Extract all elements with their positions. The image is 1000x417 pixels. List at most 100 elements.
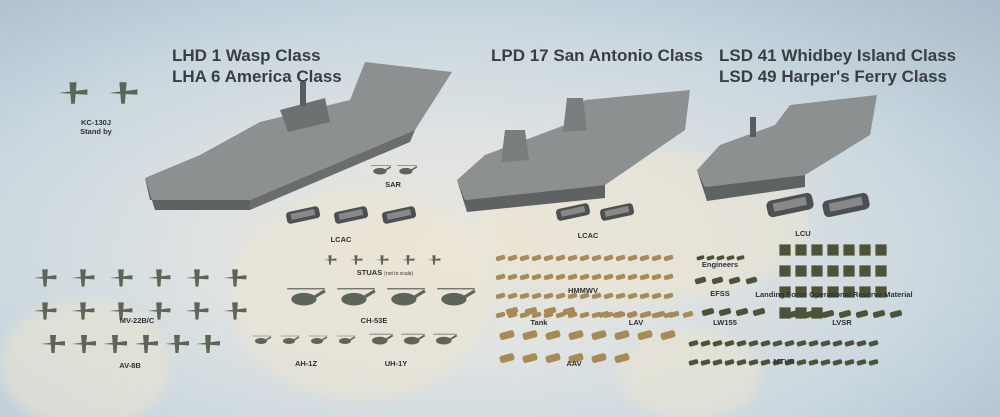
lcac-lhd-boat-icon bbox=[285, 205, 321, 230]
mv22-plane-icon bbox=[106, 301, 136, 326]
stuas-plane-icon bbox=[374, 253, 390, 271]
lcac-lhd-boat-icon bbox=[333, 205, 369, 230]
mtvr-veh-icon bbox=[820, 334, 831, 352]
stuas-plane-icon bbox=[348, 253, 364, 271]
lav-group bbox=[598, 305, 698, 323]
ch53-heli-icon bbox=[335, 282, 377, 313]
mv22-plane-icon bbox=[30, 301, 60, 326]
tank-veh-icon bbox=[562, 302, 576, 320]
mv22-plane-icon bbox=[144, 268, 174, 293]
lhd-class-title: LHD 1 Wasp Class LHA 6 America Class bbox=[172, 45, 342, 87]
hmmwv-label: HMMWV bbox=[568, 286, 598, 295]
hmmwv-veh-icon bbox=[495, 286, 506, 304]
aav-label: AAV bbox=[566, 359, 582, 368]
hmmwv-veh-icon bbox=[639, 248, 650, 266]
hmmwv-veh-icon bbox=[507, 286, 518, 304]
hmmwv-veh-icon bbox=[603, 267, 614, 285]
uh1-heli-icon bbox=[432, 330, 458, 351]
efss-veh-icon bbox=[728, 272, 741, 290]
hmmwv-veh-icon bbox=[663, 286, 674, 304]
lvsr-label: LVSR bbox=[832, 318, 852, 327]
tank-veh-icon bbox=[505, 302, 519, 320]
engineers-veh-icon bbox=[726, 248, 735, 266]
ch53-group bbox=[285, 282, 485, 313]
hmmwv-veh-icon bbox=[495, 267, 506, 285]
ah1-heli-icon bbox=[280, 332, 300, 351]
hmmwv-veh-icon bbox=[555, 305, 566, 323]
lvsr-veh-icon bbox=[854, 305, 870, 323]
lcac-lhd-group bbox=[285, 205, 435, 230]
hmmwv-veh-icon bbox=[591, 305, 602, 323]
mtvr-veh-icon bbox=[712, 334, 723, 352]
lform-crate-icon bbox=[842, 243, 856, 262]
lav-veh-icon bbox=[612, 305, 624, 323]
hmmwv-veh-icon bbox=[507, 267, 518, 285]
lvsr-veh-icon bbox=[803, 305, 819, 323]
aav-veh-icon bbox=[567, 327, 585, 345]
mtvr-group bbox=[688, 334, 888, 371]
lcu-group bbox=[765, 192, 885, 223]
hmmwv-veh-icon bbox=[579, 248, 590, 266]
lvsr-veh-icon bbox=[837, 305, 853, 323]
lpd-class-title: LPD 17 San Antonio Class bbox=[491, 46, 703, 65]
hmmwv-veh-icon bbox=[627, 248, 638, 266]
hmmwv-veh-icon bbox=[531, 286, 542, 304]
mtvr-veh-icon bbox=[856, 334, 867, 352]
efss-veh-icon bbox=[745, 272, 758, 290]
hmmwv-veh-icon bbox=[603, 248, 614, 266]
av8-plane-icon bbox=[162, 332, 192, 361]
lform-crate-icon bbox=[826, 285, 840, 304]
lform-crate-icon bbox=[778, 306, 792, 325]
hmmwv-veh-icon bbox=[615, 267, 626, 285]
mv22-label: MV-22B/C bbox=[119, 316, 155, 325]
stuas-plane-icon bbox=[400, 253, 416, 271]
aav-veh-icon bbox=[521, 327, 539, 345]
hmmwv-veh-icon bbox=[579, 267, 590, 285]
lha-title-line: LHA 6 America Class bbox=[172, 67, 342, 86]
mv22-plane-icon bbox=[68, 268, 98, 293]
lcac-lpd-boat-icon bbox=[555, 202, 591, 227]
aav-veh-icon bbox=[498, 327, 516, 345]
lav-veh-icon bbox=[682, 305, 694, 323]
engineers-veh-icon bbox=[706, 248, 715, 266]
hmmwv-veh-icon bbox=[495, 305, 506, 323]
ch53-label: CH-53E bbox=[360, 316, 388, 325]
hmmwv-veh-icon bbox=[543, 267, 554, 285]
lvsr-veh-icon bbox=[871, 305, 887, 323]
lw155-veh-icon bbox=[734, 303, 750, 321]
mtvr-veh-icon bbox=[868, 353, 879, 371]
mtvr-veh-icon bbox=[796, 334, 807, 352]
lw155-veh-icon bbox=[717, 303, 733, 321]
mtvr-veh-icon bbox=[844, 334, 855, 352]
kc130-plane-icon bbox=[105, 80, 141, 111]
lw155-veh-icon bbox=[751, 303, 767, 321]
lform-crate-icon bbox=[810, 306, 824, 325]
lform-crate-icon bbox=[810, 243, 824, 262]
ch53-heli-icon bbox=[285, 282, 327, 313]
lw155-group bbox=[700, 303, 770, 321]
lav-veh-icon bbox=[598, 305, 610, 323]
av8-group bbox=[38, 332, 238, 361]
lform-crate-icon bbox=[874, 264, 888, 283]
mtvr-veh-icon bbox=[736, 353, 747, 371]
engineers-group bbox=[696, 248, 756, 266]
hmmwv-veh-icon bbox=[579, 305, 590, 323]
efss-veh-icon bbox=[694, 272, 707, 290]
efss-label: EFSS bbox=[710, 289, 730, 298]
hmmwv-veh-icon bbox=[531, 248, 542, 266]
stuas-group bbox=[322, 253, 452, 271]
stuas-label: STUAS (not to scale) bbox=[357, 268, 413, 277]
mtvr-veh-icon bbox=[856, 353, 867, 371]
uh1-group bbox=[368, 330, 468, 351]
hmmwv-veh-icon bbox=[579, 286, 590, 304]
hmmwv-veh-icon bbox=[615, 248, 626, 266]
uh1-label: UH-1Y bbox=[384, 359, 408, 368]
hmmwv-veh-icon bbox=[567, 248, 578, 266]
av8-plane-icon bbox=[38, 332, 68, 361]
aav-veh-icon bbox=[498, 350, 516, 368]
tank-group bbox=[505, 302, 585, 320]
hmmwv-veh-icon bbox=[519, 248, 530, 266]
mv22-group bbox=[30, 268, 270, 326]
aav-veh-icon bbox=[590, 327, 608, 345]
mtvr-veh-icon bbox=[772, 353, 783, 371]
